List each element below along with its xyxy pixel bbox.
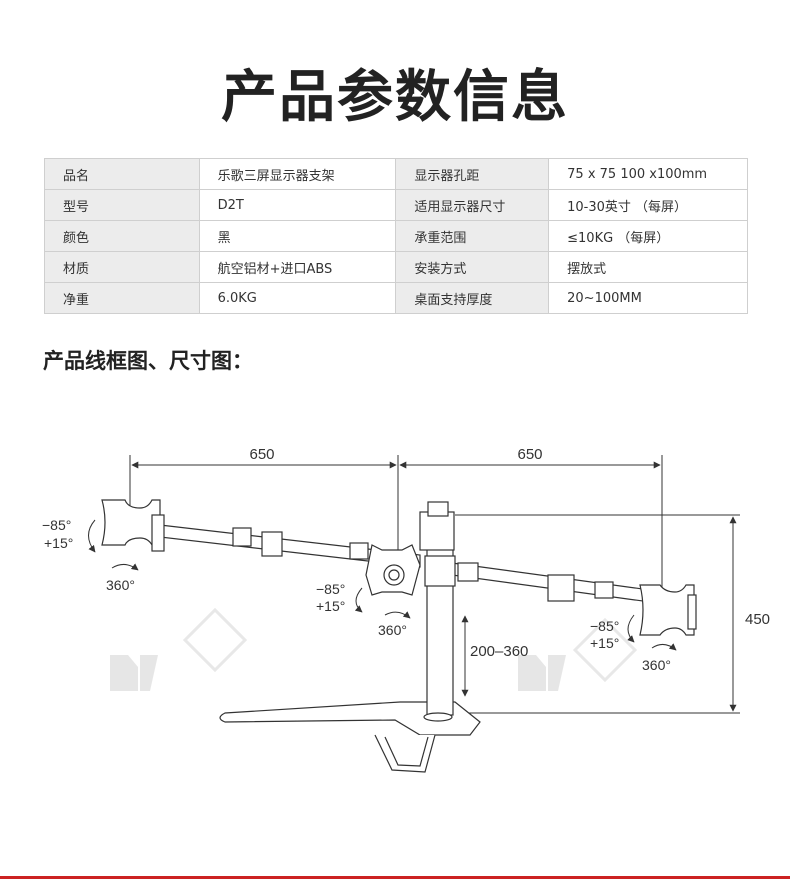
rot-right: 360° xyxy=(642,657,671,673)
dim-left-label: 650 xyxy=(249,446,274,463)
spec-key: 桌面支持厚度 xyxy=(395,282,550,314)
spec-value: ≤10KG （每屏） xyxy=(548,220,748,252)
vesa-plate-left xyxy=(101,499,165,552)
spec-value: 乐歌三屏显示器支架 xyxy=(198,158,397,190)
bottom-divider xyxy=(0,876,790,879)
spec-value: 黑 xyxy=(198,220,397,252)
dimension-lines xyxy=(129,455,740,714)
spec-key: 适用显示器尺寸 xyxy=(395,189,550,221)
page-title: 产品参数信息 xyxy=(221,65,569,130)
spec-row: 颜色黑承重范围≤10KG （每屏） xyxy=(44,220,748,252)
rotation-arcs xyxy=(88,519,677,651)
section-title: 产品线框图、尺寸图： xyxy=(43,349,253,373)
spec-key: 型号 xyxy=(44,189,200,221)
spec-key: 显示器孔距 xyxy=(395,158,550,190)
spec-key: 颜色 xyxy=(44,220,200,252)
dim-right-label: 650 xyxy=(517,446,542,463)
tilt-mid-top: −85° xyxy=(316,581,345,597)
spec-value: 航空铝材+进口ABS xyxy=(198,251,397,283)
tilt-left-bottom: +15° xyxy=(44,535,73,551)
dim-pole-label: 200–360 xyxy=(470,643,528,660)
dim-height-label: 450 xyxy=(745,611,770,628)
spec-key: 净重 xyxy=(44,282,200,314)
spec-key: 安装方式 xyxy=(395,251,550,283)
spec-value: 75 x 75 100 x100mm xyxy=(548,158,748,190)
tilt-mid-bottom: +15° xyxy=(316,598,345,614)
stand-pole xyxy=(419,501,455,722)
spec-key: 材质 xyxy=(44,251,200,283)
tilt-right-bottom: +15° xyxy=(590,635,619,651)
stand-base xyxy=(219,701,481,773)
rot-left: 360° xyxy=(106,577,135,593)
rot-mid: 360° xyxy=(378,622,407,638)
wireframe-drawing: 650 650 450 200–360 xyxy=(42,446,770,773)
vesa-plate-middle xyxy=(365,544,421,596)
spec-value: 10-30英寸 （每屏） xyxy=(548,189,748,221)
watermark-stamp xyxy=(182,607,638,683)
spec-key: 品名 xyxy=(44,158,200,190)
spec-value: 6.0KG xyxy=(198,282,397,314)
spec-value: 20~100MM xyxy=(548,282,748,314)
spec-key: 承重范围 xyxy=(395,220,550,252)
tilt-right-top: −85° xyxy=(590,618,619,634)
spec-value: D2T xyxy=(198,189,397,221)
spec-value: 摆放式 xyxy=(548,251,748,283)
vesa-plate-right xyxy=(639,584,697,636)
watermark-logo xyxy=(110,655,566,691)
tilt-left-top: −85° xyxy=(42,517,71,533)
arm-right xyxy=(424,555,651,603)
